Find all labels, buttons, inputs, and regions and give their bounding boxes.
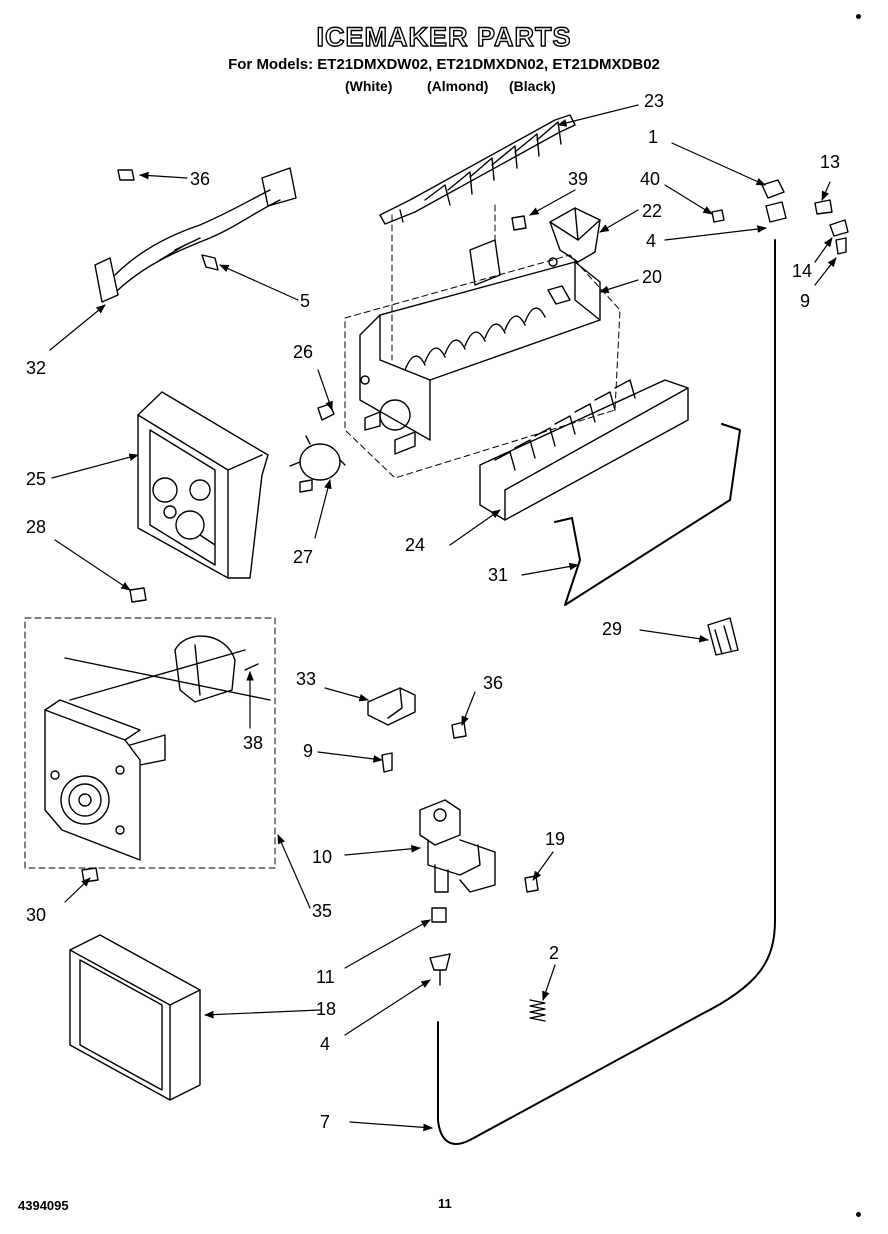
screws — [81, 169, 539, 893]
callout-13: 13 — [820, 152, 841, 172]
callout-9-mid: 9 — [303, 741, 314, 761]
callout-18: 18 — [316, 999, 337, 1019]
callout-29: 29 — [602, 619, 623, 639]
callout-5: 5 — [300, 291, 311, 311]
corner-mark — [856, 1212, 861, 1217]
water-valve-part-10 — [419, 799, 496, 893]
callout-26: 26 — [293, 342, 314, 362]
callout-4-bottom: 4 — [320, 1034, 331, 1054]
fill-tube-fittings — [711, 179, 849, 255]
shutoff-arm-part-31 — [554, 423, 741, 606]
spring-part-2 — [529, 999, 546, 1022]
callout-31: 31 — [488, 565, 509, 585]
fill-cup-part-22 — [548, 207, 601, 267]
callout-24: 24 — [405, 535, 426, 555]
callout-36-top: 36 — [190, 169, 211, 189]
callout-22: 22 — [642, 201, 663, 221]
motor-module-part-35 — [44, 649, 271, 861]
bracket-part-33 — [367, 687, 416, 726]
page-title: ICEMAKER PARTS — [316, 21, 572, 52]
corner-mark — [856, 14, 861, 19]
color-almond: (Almond) — [427, 78, 489, 94]
document-number: 4394095 — [18, 1198, 69, 1213]
dashed-assembly-outlines — [24, 204, 621, 869]
callout-33: 33 — [296, 669, 317, 689]
cover-part-18 — [69, 934, 201, 1101]
fill-tube-part-7 — [437, 239, 776, 1145]
thermostat-part-27 — [289, 435, 346, 481]
callout-40: 40 — [640, 169, 661, 189]
clip-part-29 — [707, 617, 739, 656]
callout-2: 2 — [549, 943, 560, 963]
callout-20: 20 — [642, 267, 663, 287]
callout-4-top: 4 — [646, 231, 657, 251]
control-housing-part-25 — [137, 391, 269, 579]
callout-30: 30 — [26, 905, 47, 925]
callout-1: 1 — [648, 127, 659, 147]
callout-39: 39 — [568, 169, 589, 189]
rake-housing-part-24 — [479, 379, 689, 521]
callout-28: 28 — [26, 517, 47, 537]
ejector-blade-part-23 — [379, 114, 576, 225]
callout-11: 11 — [316, 967, 335, 987]
ice-mold-part-20 — [359, 239, 601, 455]
color-white: (White) — [345, 78, 393, 94]
callout-38: 38 — [243, 733, 264, 753]
leader-arrows — [49, 104, 837, 1132]
callout-32: 32 — [26, 358, 47, 378]
color-black: (Black) — [509, 78, 556, 94]
callout-27: 27 — [293, 547, 314, 567]
callout-36-mid: 36 — [483, 673, 504, 693]
callout-14: 14 — [792, 261, 813, 281]
clip-part-26 — [317, 403, 335, 421]
callout-25: 25 — [26, 469, 47, 489]
callout-23: 23 — [644, 91, 665, 111]
page-number: 11 — [438, 1196, 452, 1211]
motor-part-38 — [174, 635, 259, 703]
callout-19: 19 — [545, 829, 566, 849]
callout-35: 35 — [312, 901, 333, 921]
wire-harness-part-32 — [94, 167, 297, 303]
callout-9-top: 9 — [800, 291, 811, 311]
callout-10: 10 — [312, 847, 333, 867]
nut-part-11 — [431, 907, 447, 923]
model-list: For Models: ET21DMXDW02, ET21DMXDN02, ET… — [228, 56, 660, 73]
callout-7: 7 — [320, 1112, 331, 1132]
ferrule-part-4 — [429, 953, 451, 986]
